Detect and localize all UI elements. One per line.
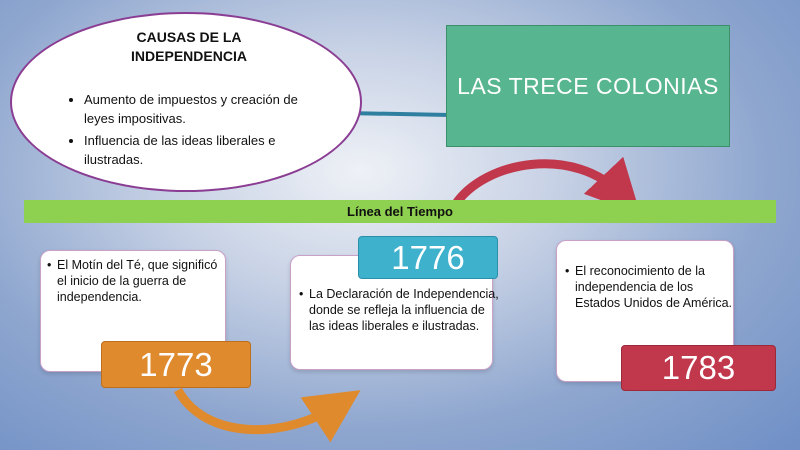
event-text-1773: El Motín del Té, que significó el inicio… (47, 257, 227, 305)
event-text-1776: La Declaración de Independencia, donde s… (299, 286, 499, 334)
main-title-box: LAS TRECE COLONIAS (446, 25, 730, 147)
timeline-bar: Línea del Tiempo (24, 200, 776, 223)
timeline-label: Línea del Tiempo (347, 204, 453, 219)
year-badge-1776: 1776 (358, 236, 498, 279)
causes-title: CAUSAS DE LA INDEPENDENCIA (131, 29, 247, 64)
causes-list: Aumento de impuestos y creación de leyes… (66, 90, 324, 172)
year-badge-1783: 1783 (621, 345, 776, 391)
year-badge-1773: 1773 (101, 341, 251, 388)
arrow-1776-to-1783 (451, 156, 641, 215)
arrow-1773-to-1776 (174, 387, 361, 443)
causes-ellipse: CAUSAS DE LA INDEPENDENCIA Aumento de im… (10, 12, 362, 192)
event-text-1783: El reconocimiento de la independencia de… (565, 263, 740, 311)
main-title: LAS TRECE COLONIAS (457, 72, 719, 99)
connector-line (344, 111, 451, 117)
causes-item: Aumento de impuestos y creación de leyes… (84, 90, 324, 128)
event-card-1773: El Motín del Té, que significó el inicio… (40, 250, 226, 372)
causes-item: Influencia de las ideas liberales e ilus… (84, 131, 324, 169)
